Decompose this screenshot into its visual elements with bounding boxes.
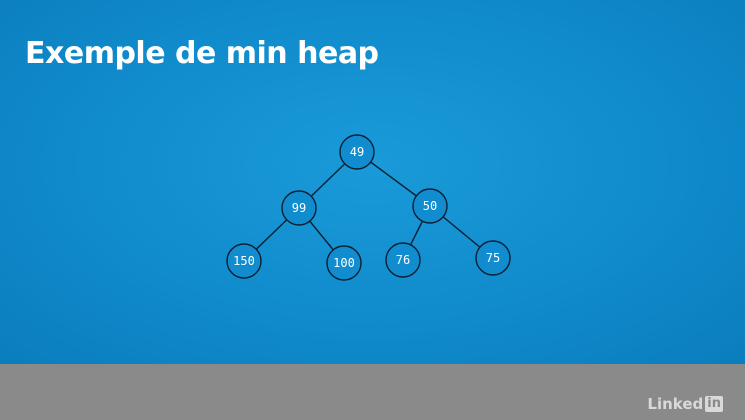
heap-node: 75 [475, 240, 511, 276]
heap-node: 50 [412, 188, 448, 224]
heap-node: 99 [281, 190, 317, 226]
slide-background: Exemple de min heap 49 99 50 150 100 76 75 [0, 0, 745, 364]
heap-node-circle [281, 190, 317, 226]
heap-node-value: 50 [423, 199, 437, 213]
heap-node: 100 [326, 245, 362, 281]
heap-node-circle [412, 188, 448, 224]
heap-node-value: 99 [292, 201, 306, 215]
heap-node: 150 [226, 243, 262, 279]
heap-node-value: 76 [396, 253, 410, 267]
heap-node: 49 [339, 134, 375, 170]
slide-title: Exemple de min heap [25, 36, 379, 71]
heap-nodes: 49 99 50 150 100 76 75 [226, 134, 511, 281]
heap-node-circle [475, 240, 511, 276]
heap-node-circle [326, 245, 362, 281]
heap-tree-diagram: 49 99 50 150 100 76 75 [226, 134, 511, 281]
heap-node-circle [385, 242, 421, 278]
heap-node-value: 75 [486, 251, 500, 265]
heap-node-circle [339, 134, 375, 170]
heap-node-value: 150 [233, 254, 255, 268]
heap-node: 76 [385, 242, 421, 278]
heap-node-value: 100 [333, 256, 355, 270]
heap-node-value: 49 [350, 145, 364, 159]
heap-node-circle [226, 243, 262, 279]
